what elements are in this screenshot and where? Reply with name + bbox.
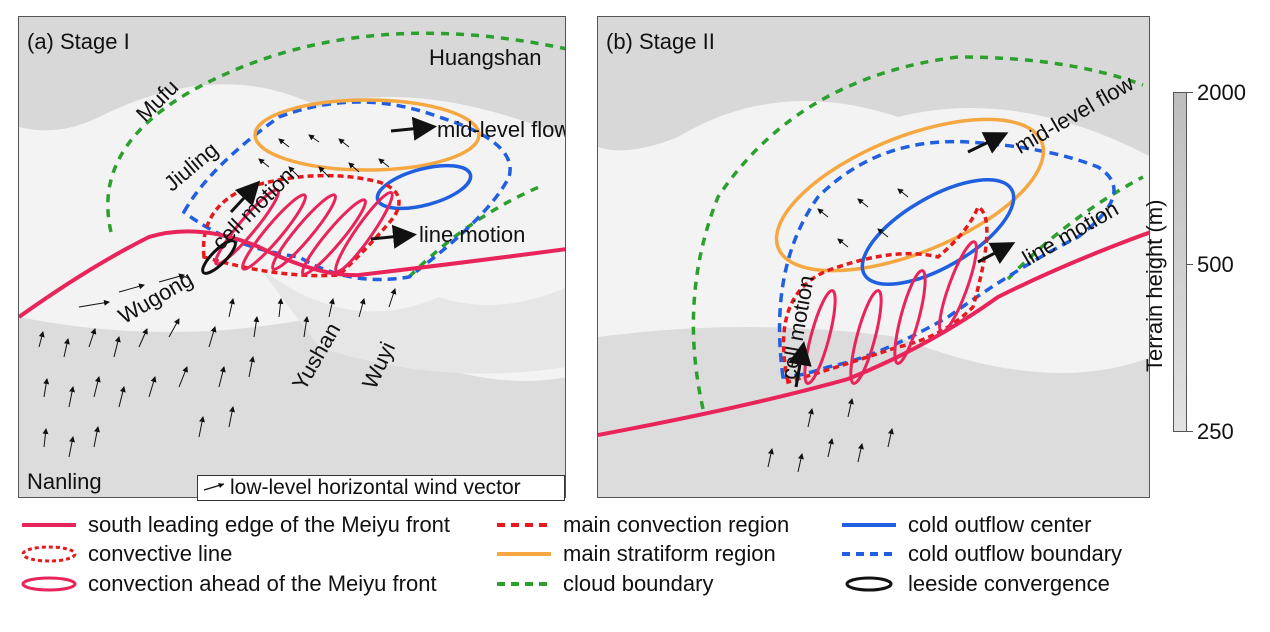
legend-label: cold outflow center (908, 512, 1092, 537)
convective-cell (334, 190, 394, 274)
colorbar-title: Terrain height (m) (1142, 199, 1167, 372)
legend-stratiform: main stratiform region (495, 541, 776, 567)
legend-label: convective line (88, 541, 233, 566)
convective-cell (301, 198, 367, 276)
legend-convective-line: convective line (20, 541, 232, 567)
colorbar-tick (1187, 431, 1193, 432)
cloud-boundary (106, 31, 565, 233)
legend-leeside: leeside convergence (840, 571, 1110, 597)
cell-motion-arrow (229, 180, 261, 214)
panel-stage-2: (b) Stage II mid-level flow line motion … (597, 16, 1150, 498)
terrain-shade (19, 317, 565, 497)
cold-outflow-center (375, 163, 473, 211)
legend: south leading edge of the Meiyu front co… (0, 508, 1270, 632)
convective-cell (893, 269, 927, 365)
panel-a-map (19, 17, 565, 497)
terrain-shade (598, 327, 1149, 497)
legend-label: leeside convergence (908, 571, 1110, 596)
line-motion-label: line motion (419, 222, 526, 247)
colorbar-tick (1187, 92, 1193, 93)
terrain-shade (598, 17, 1149, 156)
legend-outflow-boundary: cold outflow boundary (840, 541, 1122, 567)
terrain-shade (19, 17, 565, 137)
convective-cell (214, 188, 280, 266)
stratiform-region (253, 98, 481, 172)
terrain-colorbar (1173, 92, 1187, 432)
legend-outflow-center: cold outflow center (840, 512, 1091, 538)
cold-outflow-boundary (181, 100, 512, 282)
mid-level-flow-arrow (390, 116, 437, 141)
panel-b-title: (b) Stage II (606, 29, 715, 54)
cloud-boundary (1006, 175, 1144, 281)
colorbar-tick-2000: 2000 (1197, 80, 1246, 105)
line-motion-arrow (977, 242, 1016, 265)
legend-main-convection: main convection region (495, 512, 789, 538)
terrain-shade (259, 267, 565, 374)
legend-label: cloud boundary (563, 571, 714, 596)
legend-front: south leading edge of the Meiyu front (20, 512, 450, 538)
wind-vectors (767, 188, 909, 473)
legend-label: convection ahead of the Meiyu front (88, 571, 437, 596)
convective-cell (803, 289, 837, 385)
colorbar-tick (1187, 264, 1193, 265)
wind-key-arrow (203, 483, 225, 491)
wind-key-label: low-level horizontal wind vector (230, 476, 521, 499)
panel-stage-1: (a) Stage I Huangshan Mufu Jiuling Wugon… (18, 16, 566, 498)
panel-a-title: (a) Stage I (27, 29, 130, 54)
leeside-convergence (201, 239, 237, 275)
mid-level-flow-label: mid-level flow (437, 117, 566, 142)
panel-b-map (598, 17, 1149, 497)
cold-outflow-center (860, 178, 1016, 286)
cloud-boundary (407, 185, 540, 279)
mid-level-flow-arrow (967, 132, 1009, 154)
legend-label: main convection region (563, 512, 790, 537)
legend-ahead: convection ahead of the Meiyu front (20, 571, 437, 597)
cell-motion-arrow (788, 341, 812, 388)
place-huangshan: Huangshan (429, 45, 542, 70)
stratiform-region (774, 117, 1046, 273)
cold-outflow-boundary (777, 139, 1116, 379)
wind-vectors (38, 134, 397, 458)
legend-cloud: cloud boundary (495, 571, 713, 597)
convective-cell (241, 193, 307, 271)
colorbar-tick-500: 500 (1197, 252, 1234, 277)
legend-label: south leading edge of the Meiyu front (88, 512, 451, 537)
convective-cell (271, 193, 337, 271)
cloud-boundary (691, 55, 1144, 410)
meiyu-front (598, 230, 1149, 437)
legend-label: main stratiform region (563, 541, 776, 566)
colorbar-tick-250: 250 (1197, 419, 1234, 444)
wind-vector-key: low-level horizontal wind vector (197, 475, 565, 501)
legend-label: cold outflow boundary (908, 541, 1123, 566)
line-motion-arrow (370, 224, 417, 249)
place-nanling: Nanling (27, 469, 102, 494)
convective-cell (849, 289, 883, 385)
meiyu-front (19, 229, 565, 319)
